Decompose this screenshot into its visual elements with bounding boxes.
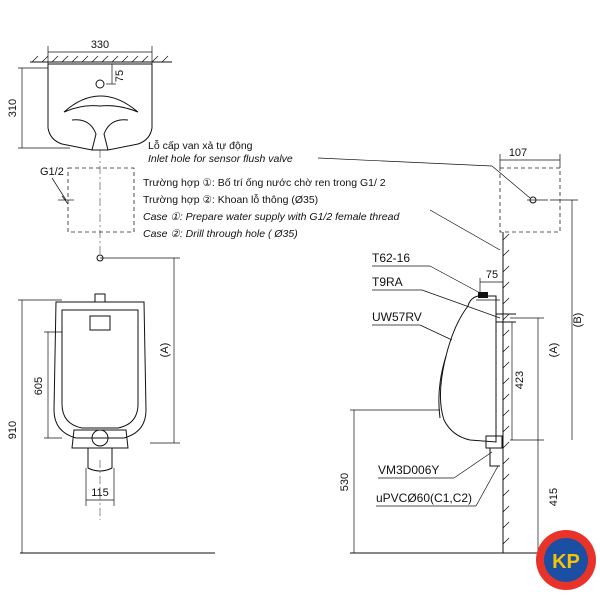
label-a-side: (A) bbox=[548, 343, 560, 358]
side-view: 75 (A) (B) 423 415 530 bbox=[339, 199, 584, 554]
dim-side-423: 423 bbox=[514, 371, 526, 389]
dim-side-75: 75 bbox=[486, 269, 498, 281]
part-t62: T62-16 bbox=[372, 251, 410, 265]
top-inlet-hole bbox=[95, 79, 105, 89]
note-inlet-vi: Lỗ cấp van xả tự động bbox=[148, 139, 253, 152]
inlet-detail-right: 107 bbox=[499, 147, 561, 233]
top-bowl-inner bbox=[71, 119, 129, 151]
dim-a-height: 605 bbox=[33, 377, 45, 395]
logo-text: KP bbox=[552, 551, 580, 573]
label-a-front: (A) bbox=[159, 343, 171, 358]
note-case1-vi: Trường hợp ①: Bố trí ống nước chờ ren tr… bbox=[143, 177, 386, 189]
front-waste-flange bbox=[71, 429, 129, 449]
side-wall-hatch bbox=[502, 233, 510, 545]
part-uw57rv: UW57RV bbox=[372, 310, 422, 324]
dim-rim-height: 910 bbox=[7, 421, 19, 439]
dim-side-415: 415 bbox=[548, 488, 560, 506]
front-bowl bbox=[61, 309, 139, 429]
top-bowl-rim bbox=[63, 95, 139, 113]
top-view: 330 310 75 bbox=[7, 39, 172, 255]
dim-top-depth: 310 bbox=[7, 99, 19, 117]
dim-g12: G1/2 bbox=[40, 166, 64, 178]
dim-right-offset: 107 bbox=[509, 147, 527, 159]
front-body-outline bbox=[53, 301, 147, 439]
note-inlet-en: Inlet hole for sensor flush valve bbox=[148, 153, 293, 165]
top-wall-hatch bbox=[31, 55, 169, 63]
front-spreader bbox=[89, 315, 111, 331]
part-t9ra: T9RA bbox=[372, 275, 403, 289]
notes: Lỗ cấp van xả tự động Inlet hole for sen… bbox=[143, 139, 531, 251]
note-case2-vi: Trường hợp ②: Khoan lỗ thông (Ø35) bbox=[143, 193, 318, 206]
note-case1-en: Case ①: Prepare water supply with G1/2 f… bbox=[143, 211, 400, 223]
logo-inner-disc bbox=[544, 538, 588, 582]
part-upvc: uPVCØ60(C1,C2) bbox=[376, 491, 472, 505]
dim-side-530: 530 bbox=[339, 473, 351, 491]
part-vm3d: VM3D006Y bbox=[378, 463, 439, 477]
dim-top-width: 330 bbox=[91, 39, 109, 51]
inlet-detail-left: G1/2 bbox=[40, 166, 135, 233]
dim-top-inlet-offset: 75 bbox=[114, 70, 126, 82]
note-case2-en: Case ②: Drill through hole ( Ø35) bbox=[143, 228, 298, 240]
side-waste-flange bbox=[485, 435, 503, 449]
side-body-outline bbox=[439, 295, 497, 443]
label-b-side: (B) bbox=[572, 313, 584, 328]
side-spreader bbox=[496, 313, 516, 323]
side-lip bbox=[438, 355, 447, 419]
top-body-outline bbox=[47, 63, 153, 151]
front-view: 910 605 (A) 115 bbox=[7, 254, 215, 554]
kp-logo: KP bbox=[536, 530, 596, 590]
part-callouts: T62-16 T9RA UW57RV VM3D006Y uPVCØ60(C1,C… bbox=[372, 251, 501, 507]
